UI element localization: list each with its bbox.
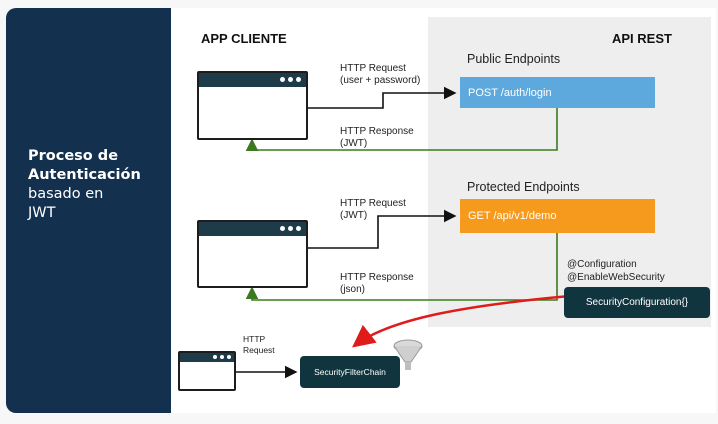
sidebar-title-line1: Proceso de: [28, 148, 119, 164]
sidebar-title-line2: Autenticación: [28, 167, 141, 183]
api-rest-panel: [428, 17, 711, 327]
api-header: API REST: [612, 31, 672, 46]
response-arrow-2: [245, 233, 558, 301]
request-label-2: HTTP Request (JWT): [340, 198, 406, 221]
sidebar-title-line4: JWT: [28, 205, 56, 221]
response-arrow-1: [245, 108, 558, 152]
request-label-3: HTTP Request: [243, 334, 275, 355]
security-annotations: @Configuration @EnableWebSecurity: [567, 259, 665, 283]
request-arrow-2: [308, 209, 457, 249]
sidebar: Proceso de Autenticación basado en JWT: [6, 8, 171, 413]
funnel-icon: [393, 339, 423, 370]
response-label-1: HTTP Response (JWT): [340, 126, 414, 149]
security-filter-chain-box: SecurityFilterChain: [300, 356, 400, 388]
filter-chain-arrow: [352, 294, 571, 348]
public-endpoints-title: Public Endpoints: [467, 52, 561, 66]
security-configuration-box: SecurityConfiguration{}: [564, 287, 710, 318]
client-window-1: [197, 71, 308, 140]
client-window-2: [197, 220, 308, 288]
request-label-1: HTTP Request (user + password): [340, 63, 421, 86]
response-label-2: HTTP Response (json): [340, 272, 414, 295]
request-arrow-1: [308, 86, 457, 109]
sidebar-title: Proceso de Autenticación basado en JWT: [28, 147, 141, 223]
post-login-endpoint: POST /auth/login: [460, 77, 655, 108]
client-window-3: [178, 351, 236, 391]
sidebar-title-line3: basado en: [28, 186, 104, 202]
protected-endpoints-title: Protected Endpoints: [467, 180, 580, 194]
client-header: APP CLIENTE: [201, 31, 287, 46]
get-demo-endpoint: GET /api/v1/demo: [460, 199, 655, 233]
